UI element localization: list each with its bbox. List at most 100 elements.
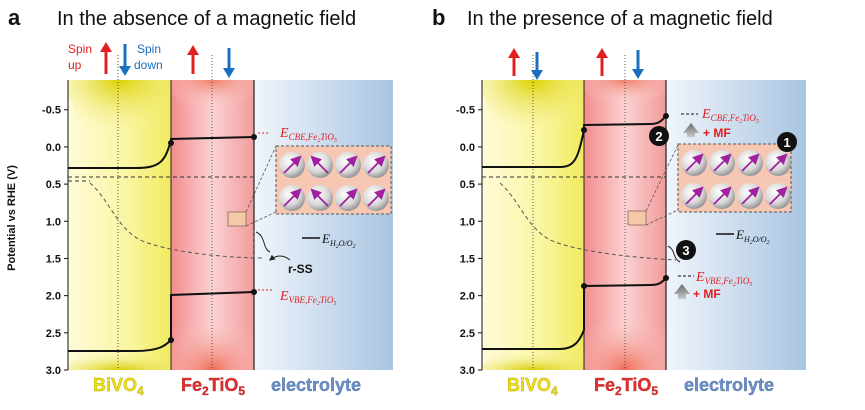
y-axis-label: Potential vs RHE (V): [6, 165, 18, 271]
spin-moment-arrow: [367, 188, 386, 207]
vb-surface-dot: [251, 289, 257, 295]
y-tick-label: 2.5: [46, 328, 61, 340]
marker-3-text: 3: [682, 243, 689, 258]
rss-arrow: [269, 254, 291, 261]
spin-moment-arrow: [283, 188, 302, 207]
panel-a-title: In the absence of a magnetic field: [57, 8, 356, 30]
b-fe-spin-down-head: [632, 69, 644, 79]
bivo4-cb-lobe: [68, 80, 171, 150]
fe2tio5-vb-lobe: [171, 300, 254, 370]
cb-surface-dot: [251, 134, 257, 140]
b-inset-leader-2: [645, 209, 679, 226]
y-tick-label: 0.5: [46, 179, 61, 191]
y-tick-label: 2.0: [460, 291, 475, 303]
depletion-curve-b: [499, 182, 677, 261]
y-tick-label: 3.0: [460, 365, 475, 377]
spin-moment-arrow: [713, 186, 732, 205]
spin-moment-arrow: [741, 186, 760, 205]
layer-labels-b: BiVO4 Fe2TiO5 electrolyte: [507, 375, 774, 398]
inset-leader-2: [245, 211, 277, 227]
y-tick-label: -0.5: [456, 105, 475, 117]
cb-interface-dot: [168, 140, 174, 146]
marker-1-text: 1: [783, 135, 790, 150]
y-tick-label: 2.5: [460, 328, 475, 340]
spin-moments-a: [279, 152, 389, 211]
y-tick-label: 1.0: [460, 216, 475, 228]
y-axis-ticks-b: -0.5 0.0 0.5 1.0 1.5 2.0 2.5 3.0: [456, 105, 482, 377]
panel-b-title: In the presence of a magnetic field: [467, 8, 773, 30]
bivo4-cb-edge: [68, 139, 172, 169]
bivo4-cb-edge-b: [482, 129, 585, 168]
b-ss-brace: [667, 245, 681, 263]
bivo4-label-a: BiVO4: [93, 375, 144, 398]
y-tick-label: 2.0: [46, 291, 61, 303]
y-tick-label: -0.5: [42, 105, 61, 117]
spin-moment-arrow: [367, 155, 386, 174]
spin-moments-b: [681, 150, 791, 209]
fe2tio5-label-a: Fe2TiO5: [181, 375, 245, 398]
rss-label: r-SS: [288, 262, 313, 276]
spin-moment-arrow: [310, 188, 329, 207]
y-tick-label: 1.0: [46, 216, 61, 228]
electrolyte-region: [254, 80, 393, 370]
panel-b-letter: b: [432, 5, 445, 30]
spin-moment-arrow: [741, 153, 760, 172]
inset-leader-1: [245, 145, 277, 213]
spin-moment-arrow: [339, 155, 358, 174]
b-vbe-mf-arrow: [674, 284, 690, 299]
bivo4-label-b: BiVO4: [507, 375, 558, 398]
surface-state-box: [227, 211, 247, 227]
spin-moment-arrow: [339, 188, 358, 207]
b-inset-leader-1: [645, 144, 679, 212]
y-axis-ticks: -0.50.00.51.01.52.02.53.0: [42, 105, 68, 377]
y-tick-label: 1.5: [460, 253, 475, 265]
rss-brace: [255, 231, 271, 253]
bivo4-vb-lobe: [68, 348, 171, 370]
spin-moment-arrow: [685, 186, 704, 205]
fe-spin-down-head: [223, 68, 235, 78]
b-fe-spin-up-head: [596, 48, 608, 58]
marker-3: 3: [676, 240, 696, 260]
spin-moment-arrow: [713, 153, 732, 172]
b-vbe-mf-label: + MF: [693, 287, 721, 301]
marker-2: 2: [649, 126, 669, 146]
spin-moment-arrow: [769, 186, 788, 205]
spin-down-label: Spin: [137, 42, 161, 56]
y-tick-label: 0.5: [460, 179, 475, 191]
spin-up-label-2: up: [68, 58, 82, 72]
layer-labels-a: BiVO4 Fe2TiO5 electrolyte: [93, 375, 361, 398]
panel-a-letter: a: [8, 5, 21, 30]
y-tick-label: 0.0: [460, 142, 475, 154]
panel-b: b In the presence of a magnetic field -0…: [432, 5, 806, 377]
fe-spin-up-head: [187, 45, 199, 55]
spin-down-label-2: down: [134, 58, 163, 72]
y-tick-label: 1.5: [46, 253, 61, 265]
marker-2-text: 2: [655, 129, 662, 144]
vb-interface-dot-b: [581, 283, 587, 289]
b-surface-state-box: [627, 210, 647, 226]
spin-moment-arrow: [283, 155, 302, 174]
spin-up-arrow-head: [100, 42, 112, 52]
fe2tio5-vb-edge: [170, 291, 255, 340]
fe2tio5-cb-edge: [170, 136, 255, 140]
spin-moment-arrow: [769, 153, 788, 172]
b-cbe-mf-arrow: [683, 123, 699, 137]
marker-1: 1: [777, 132, 797, 152]
electrolyte-region-b: [666, 80, 806, 370]
spin-down-arrow-head: [119, 66, 131, 76]
vb-surface-dot-b: [663, 275, 669, 281]
spin-up-label: Spin: [68, 42, 92, 56]
vb-interface-dot: [168, 337, 174, 343]
y-tick-label: 3.0: [46, 365, 61, 377]
cb-interface-dot-b: [581, 127, 587, 133]
fe2tio5-label-b: Fe2TiO5: [594, 375, 658, 398]
b-spin-up-head: [508, 48, 520, 58]
b-spin-down-head: [531, 70, 543, 80]
bivo4-vb-edge-b: [482, 329, 585, 350]
fe2tio5-cb-lobe: [171, 80, 254, 118]
electrolyte-label-a: electrolyte: [271, 375, 361, 395]
spin-moment-arrow: [310, 155, 329, 174]
fe2tio5-vb-lobe-b: [584, 296, 666, 370]
fe2tio5-cb-lobe-b: [584, 80, 666, 112]
